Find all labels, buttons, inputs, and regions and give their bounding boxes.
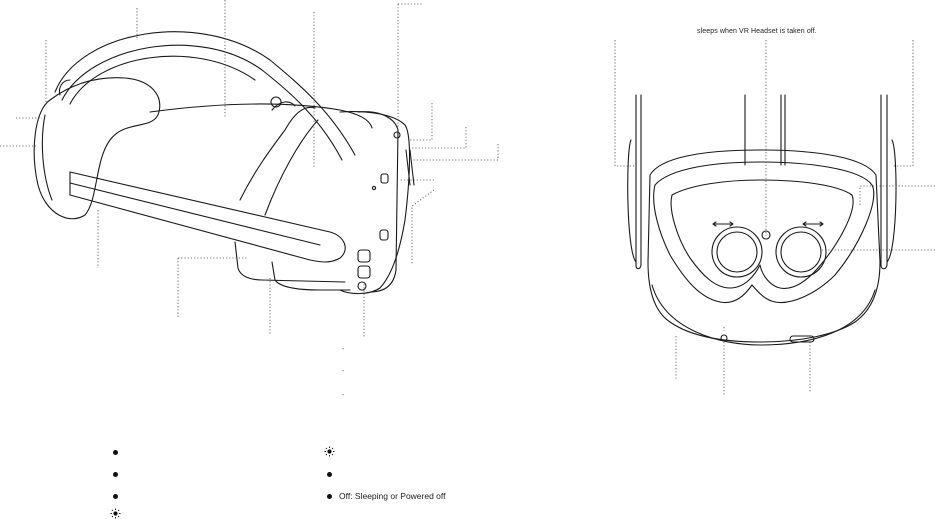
front-view-caption: sleeps when VR Headset is taken off. <box>697 28 817 35</box>
face-cushion <box>653 161 875 304</box>
right-lens <box>775 226 827 278</box>
sun-icon <box>324 446 335 457</box>
left-lens <box>711 226 763 278</box>
front-shell <box>647 149 881 343</box>
side-strap <box>69 171 346 263</box>
rear-pad <box>33 77 161 220</box>
top-strap <box>54 31 356 156</box>
dot-icon <box>327 472 332 477</box>
legend-text: Off: Sleeping or Powered off <box>339 491 446 501</box>
headset-front-view <box>627 94 897 346</box>
dot-icon <box>113 450 118 455</box>
callout-leaders <box>0 0 935 396</box>
headset-body <box>339 111 411 295</box>
dot-icon <box>113 494 118 499</box>
dot-icon <box>113 472 118 477</box>
dot-icon <box>327 494 332 499</box>
headset-side-view <box>33 31 415 295</box>
sun-icon <box>110 508 121 519</box>
